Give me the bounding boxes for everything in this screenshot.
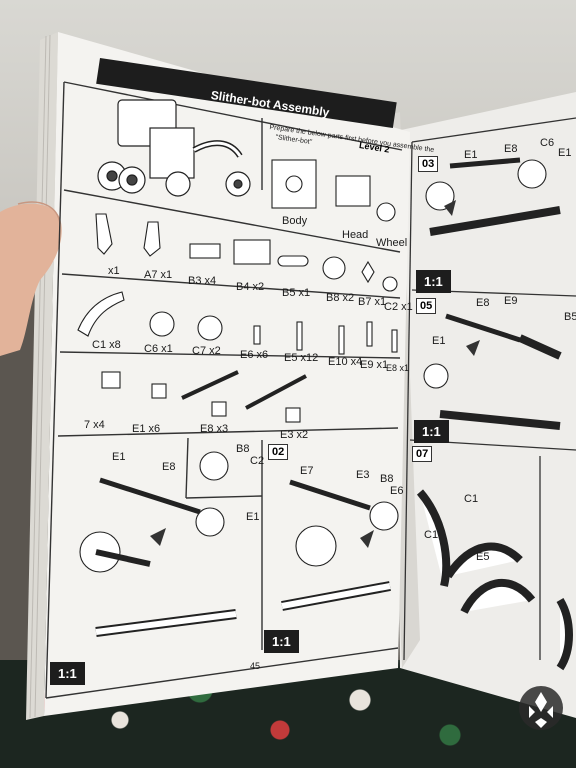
part-label: E6 x6 (240, 349, 269, 361)
part-label: B8 x2 (326, 292, 355, 304)
part-label: E8 x1 (386, 363, 410, 373)
step7-label: E5 (476, 551, 490, 563)
part-label: C6 x1 (144, 343, 173, 355)
page-number: 45 (250, 661, 261, 671)
step2-label: B8 (380, 473, 394, 485)
part-label: A7 x1 (144, 269, 173, 281)
step3-scale: 1:1 (416, 270, 451, 293)
part-label: C7 x2 (192, 345, 221, 357)
step3-label: E8 (504, 143, 518, 155)
part-label: B7 x1 (358, 296, 387, 308)
part-label: B3 x4 (188, 275, 217, 287)
part-label: C2 x1 (384, 301, 413, 313)
part-label: E8 x3 (200, 423, 229, 435)
part-label: E1 x6 (132, 423, 161, 435)
step2-number: 02 (268, 444, 289, 460)
step3-label: E1 (558, 147, 572, 159)
part-label: E3 x2 (280, 429, 309, 441)
step2-label: E6 (390, 485, 404, 497)
step1-label: C2 (250, 455, 265, 467)
step7-number: 07 (412, 446, 433, 462)
step1-label: B8 (236, 443, 250, 455)
label-head: Head (342, 229, 369, 241)
watermark-logo-icon (519, 686, 563, 730)
step2-scale: 1:1 (264, 630, 299, 653)
step5-number: 05 (416, 298, 437, 314)
part-label: C1 x8 (92, 339, 121, 351)
part-label: E5 x12 (284, 352, 319, 364)
step1-label: E8 (162, 461, 176, 473)
part-label: E9 x1 (360, 359, 389, 371)
step3-number: 03 (418, 156, 439, 172)
part-label: B5 x1 (282, 287, 311, 299)
step2-label: E3 (356, 469, 370, 481)
label-wheel: Wheel (376, 237, 408, 249)
part-label: E10 x4 (328, 356, 363, 368)
step5-label: E8 (476, 297, 490, 309)
step3-label: E1 (464, 149, 478, 161)
part-label: x1 (108, 265, 120, 277)
part-label: 7 x4 (84, 419, 105, 431)
step5-label: E9 (504, 295, 518, 307)
step3-label: C6 (540, 137, 555, 149)
label-body: Body (282, 215, 308, 227)
step7-label: C1 (464, 493, 479, 505)
step1-label: E1 (112, 451, 126, 463)
step5-label: E1 (432, 335, 446, 347)
step1-label: E1 (246, 511, 260, 523)
step7-label: C1 (424, 529, 439, 541)
step5-label: B5 (564, 311, 576, 323)
step1-scale: 1:1 (50, 662, 85, 685)
step5-scale: 1:1 (414, 420, 449, 443)
part-label: B4 x2 (236, 281, 265, 293)
step2-label: E7 (300, 465, 314, 477)
hand (0, 203, 62, 356)
